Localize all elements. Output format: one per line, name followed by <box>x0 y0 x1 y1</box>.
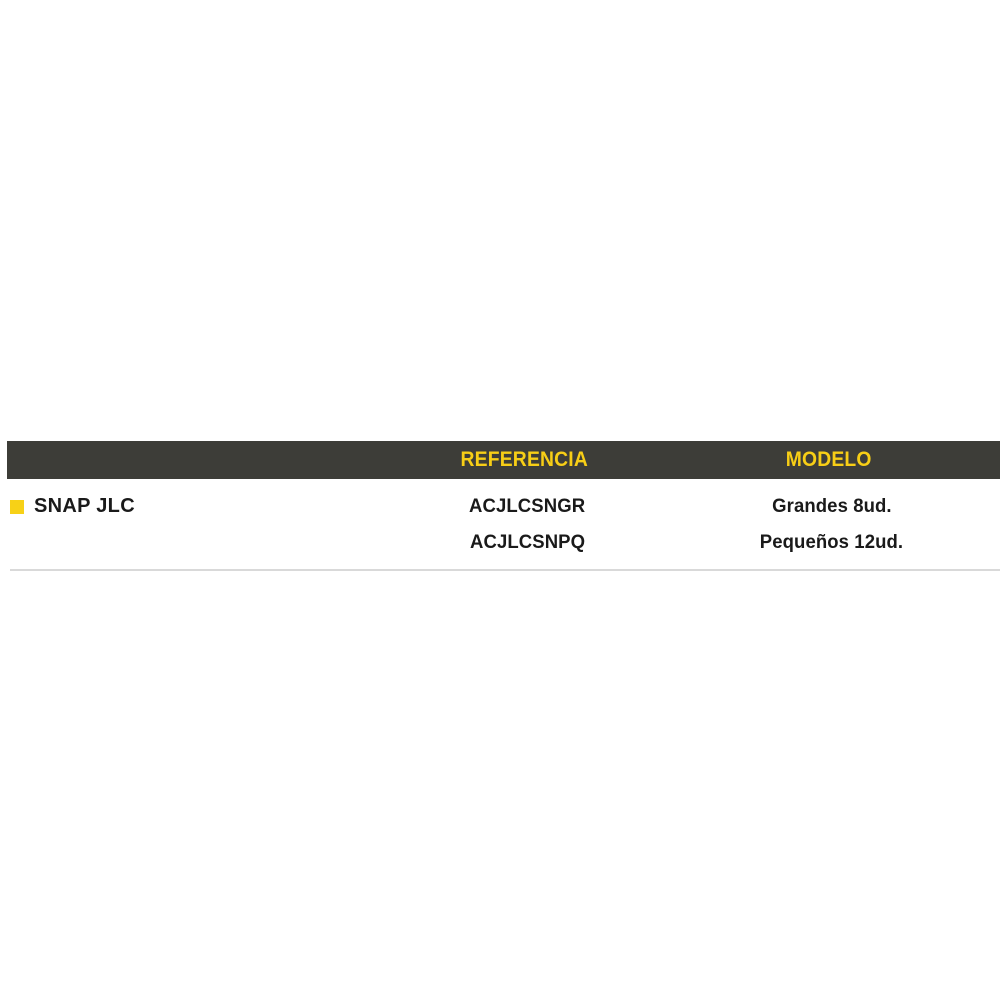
column-header-model-label: MODELO <box>785 448 872 471</box>
reference-value: ACJLCSNGR <box>469 494 586 517</box>
product-name-label: SNAP JLC <box>34 494 135 517</box>
reference-value: ACJLCSNPQ <box>469 530 586 553</box>
header-cell-name <box>7 451 392 469</box>
table-row: ACJLCSNPQ Pequeños 12ud. <box>7 524 1000 560</box>
row-reference-cell: ACJLCSNPQ <box>395 531 660 554</box>
header-cell-model: MODELO <box>657 448 1000 472</box>
row-name-cell: SNAP JLC <box>7 495 395 518</box>
table-row: SNAP JLC ACJLCSNGR Grandes 8ud. <box>7 488 1000 524</box>
column-header-reference-label: REFERENCIA <box>460 448 589 471</box>
spec-table: REFERENCIA MODELO SNAP JLC ACJLCSNGR Gra… <box>0 441 1000 571</box>
row-model-cell: Grandes 8ud. <box>660 495 1000 518</box>
yellow-square-bullet-icon <box>10 500 24 514</box>
spec-table-header: REFERENCIA MODELO <box>7 441 1000 479</box>
spec-table-body: SNAP JLC ACJLCSNGR Grandes 8ud. ACJLCSNP… <box>7 479 1000 560</box>
model-value: Pequeños 12ud. <box>759 530 904 553</box>
spec-table-bottom-divider <box>10 569 1000 571</box>
row-model-cell: Pequeños 12ud. <box>660 531 1000 554</box>
header-cell-reference: REFERENCIA <box>392 448 657 472</box>
model-value: Grandes 8ud. <box>771 494 892 517</box>
row-reference-cell: ACJLCSNGR <box>395 495 660 518</box>
